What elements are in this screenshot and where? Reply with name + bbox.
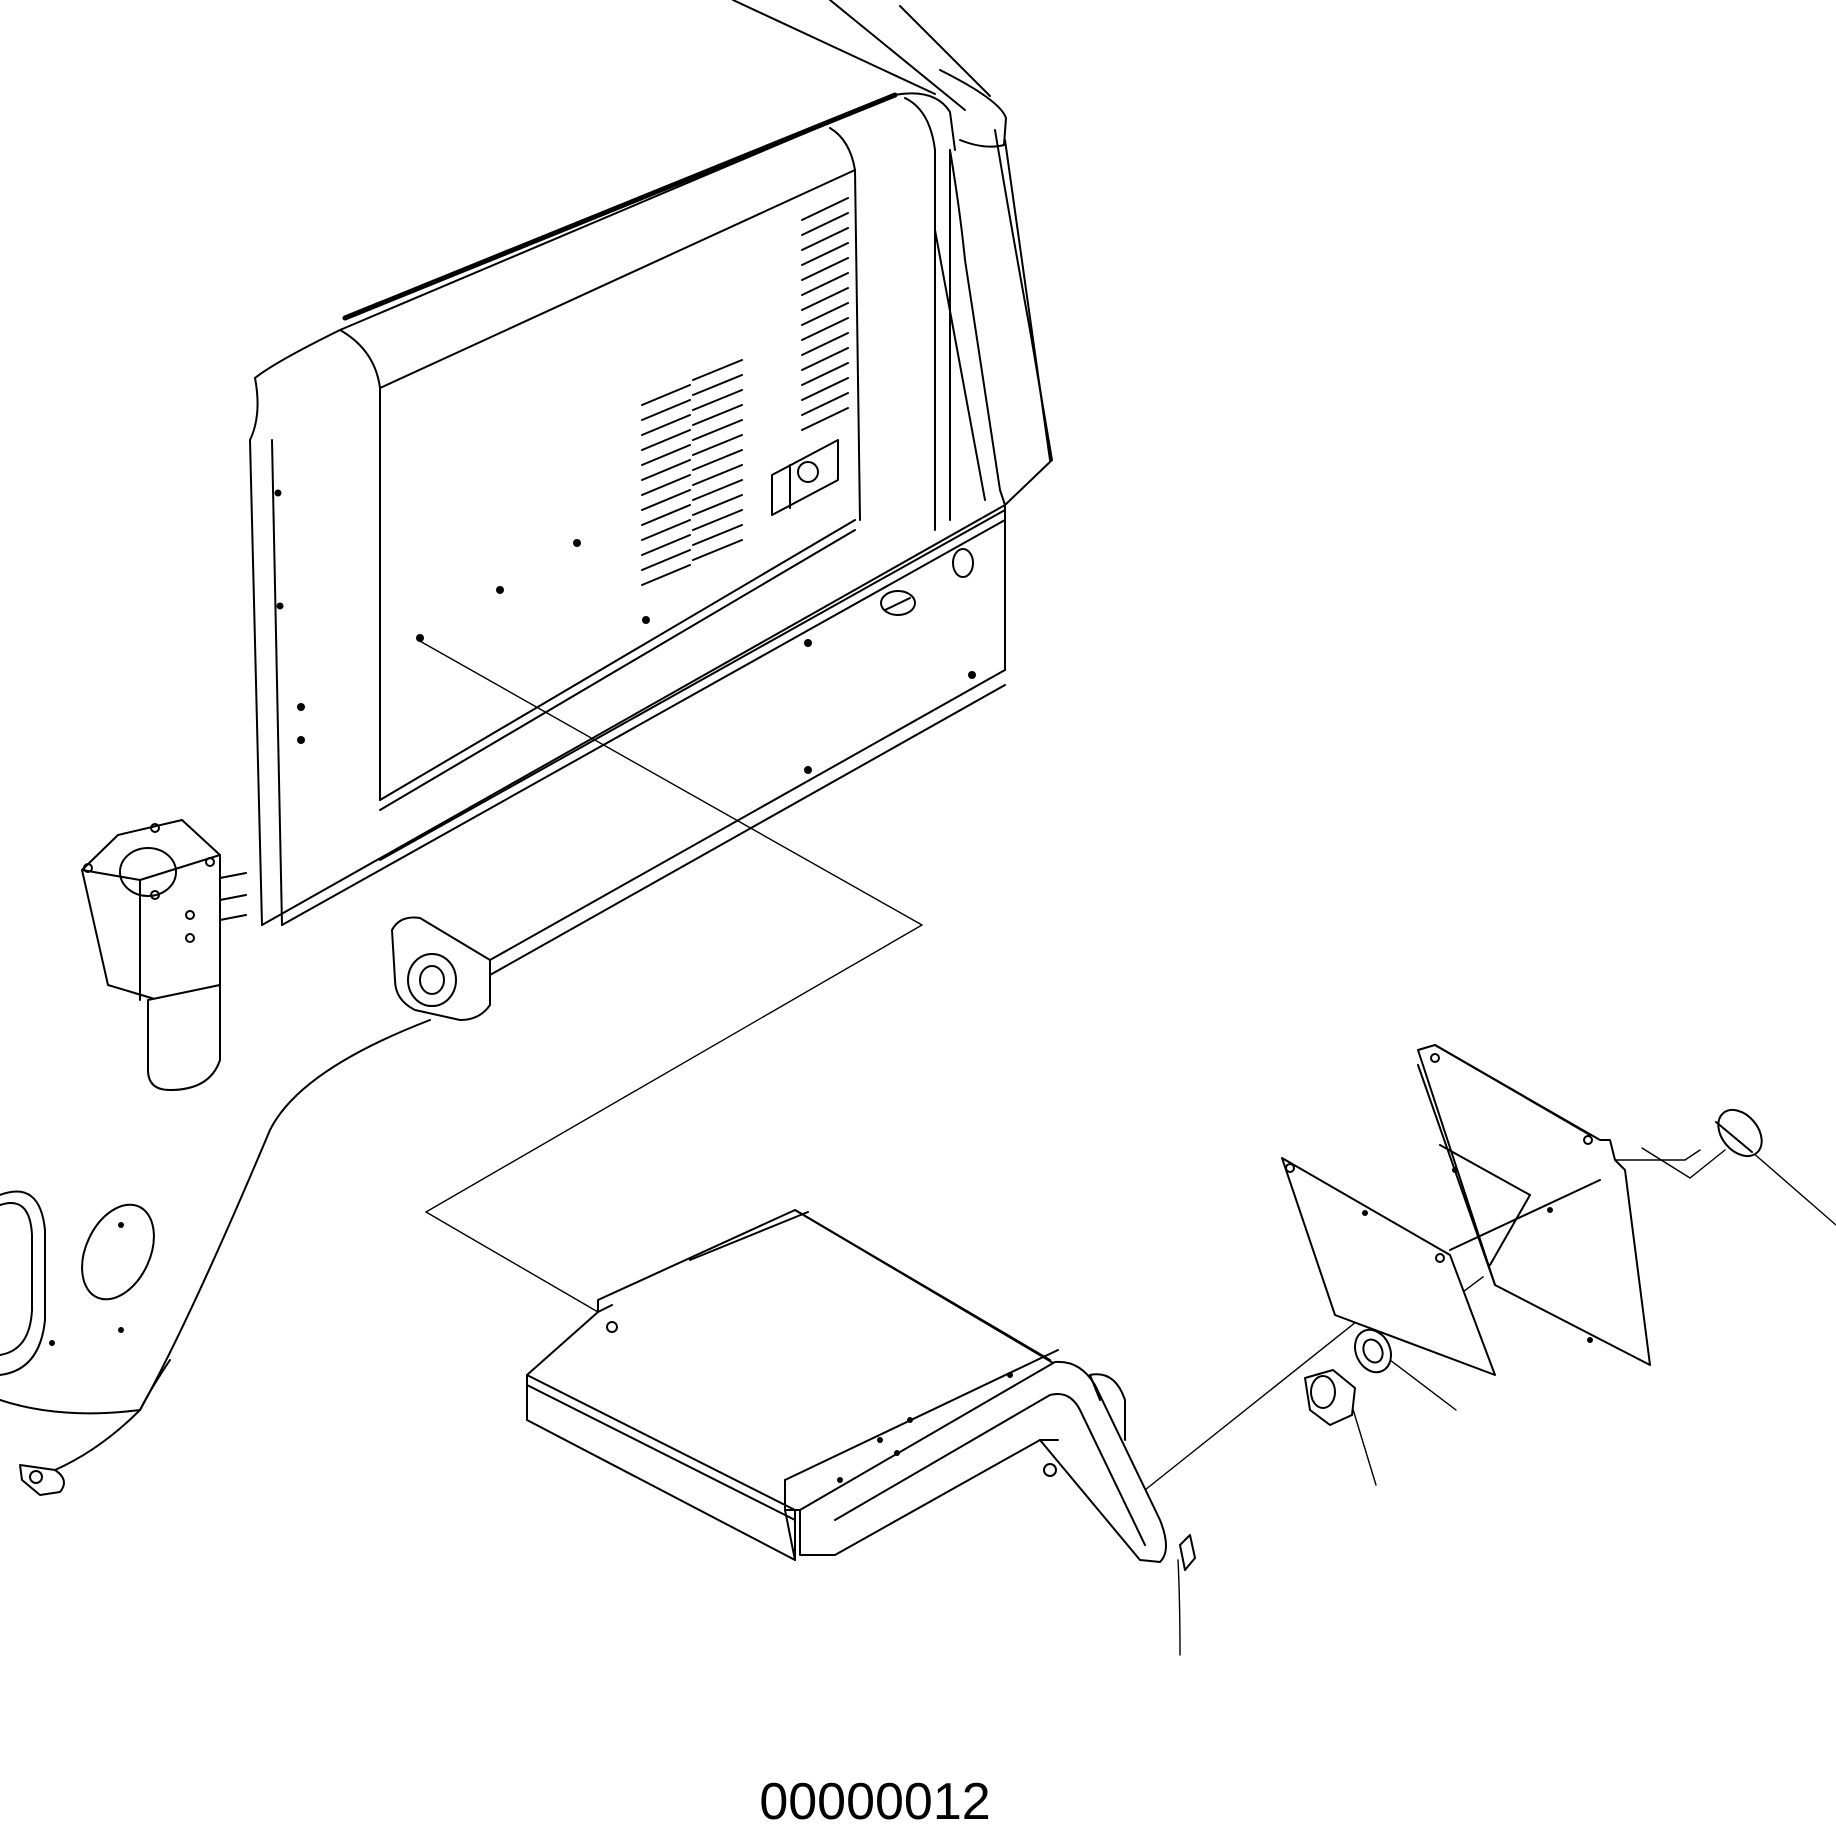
mounting-plate	[1282, 1045, 1650, 1375]
vent-louvers-right	[802, 198, 848, 430]
drawing-number: 00000012	[759, 1773, 991, 1831]
washer	[1348, 1324, 1397, 1378]
vent-louvers-left	[642, 360, 742, 585]
main-housing-panel	[250, 0, 1052, 975]
front-support-bracket	[82, 820, 246, 1090]
fastener-dots	[274, 489, 976, 774]
guide-curve	[55, 1020, 430, 1470]
cap	[1709, 1102, 1770, 1165]
nut	[1305, 1370, 1355, 1425]
rail-holes	[881, 549, 973, 615]
side-plate-fragment	[0, 1192, 170, 1495]
panel-latch	[772, 440, 838, 515]
pivot-boss	[392, 918, 490, 1021]
step-bracket	[785, 1350, 1195, 1570]
